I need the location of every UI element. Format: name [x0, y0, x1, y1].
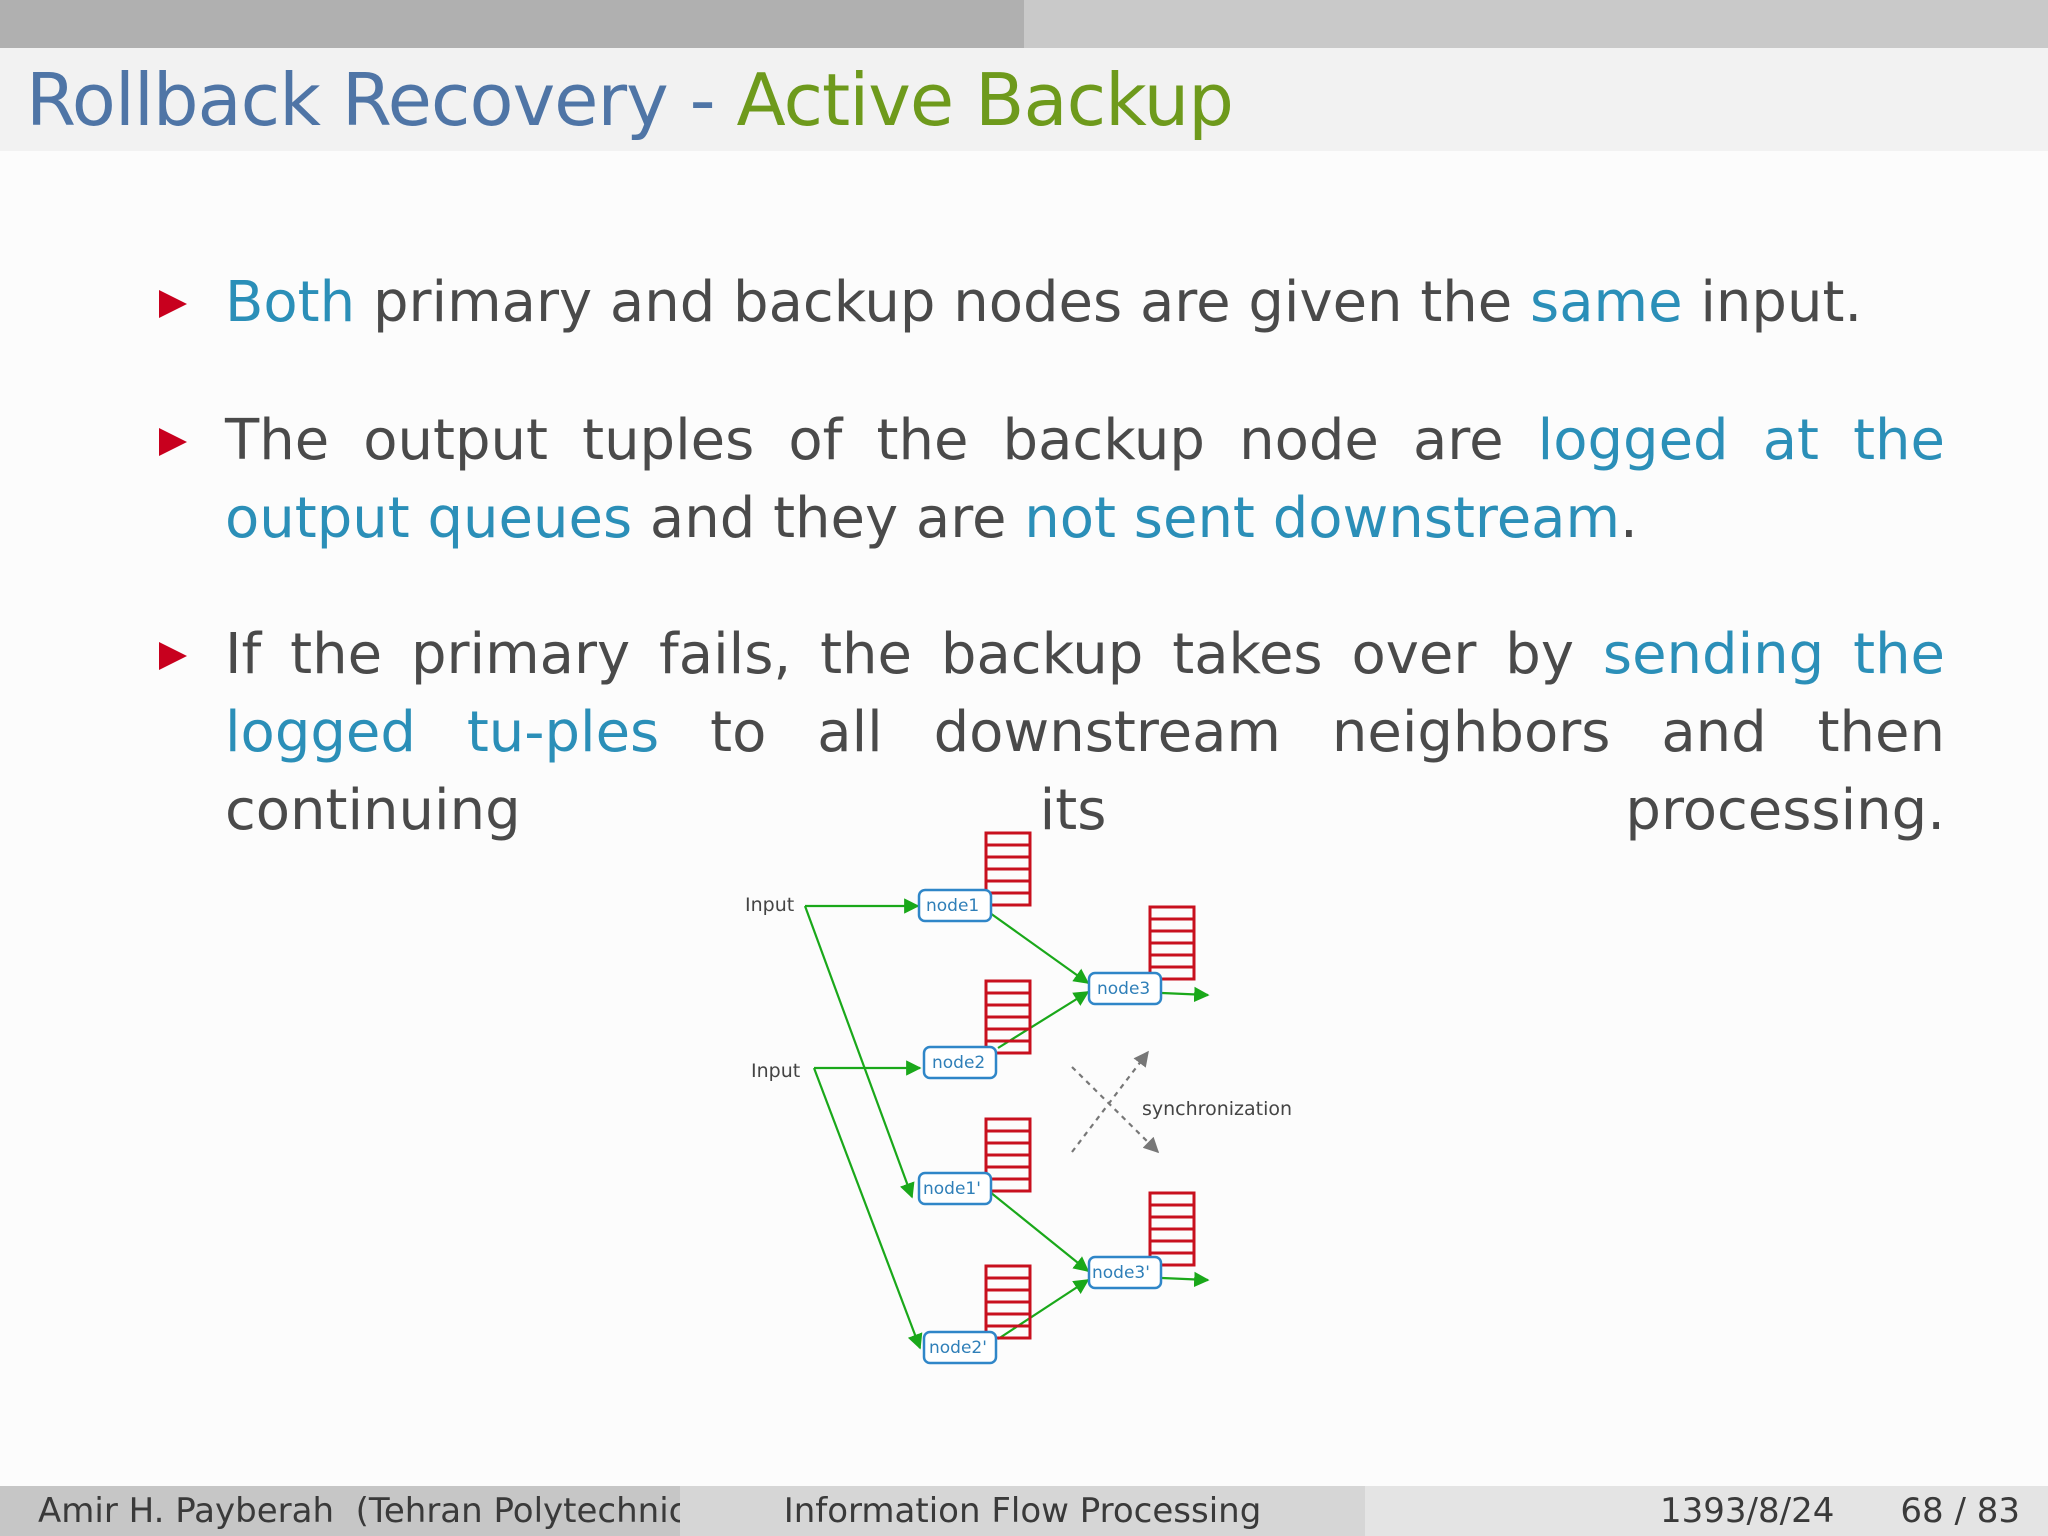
- node-label: node2: [932, 1053, 985, 1073]
- title-bar: [0, 48, 2048, 151]
- bullet-item: The output tuples of the backup node are…: [159, 402, 1945, 558]
- output-queues: [984, 831, 1196, 1340]
- footer-author: Amir H. Payberah (Tehran Polytechnic): [0, 1486, 701, 1536]
- bullet-part: The output tuples of the backup node are: [225, 408, 1538, 473]
- title-sub: Active Backup: [736, 58, 1234, 142]
- input-label: Input: [745, 894, 794, 916]
- node-label: node1': [923, 1179, 981, 1199]
- node-3-backup: node3': [1087, 1255, 1163, 1290]
- node-label: node3': [1092, 1263, 1150, 1283]
- bullet-part: input.: [1682, 270, 1863, 335]
- bullet-part: Both: [225, 270, 356, 335]
- progress-fill: [0, 0, 1024, 48]
- bullet-marker-icon: [159, 642, 187, 670]
- bullet-part: sending the logged tu-ples: [225, 622, 1946, 765]
- queue-node2: [984, 979, 1032, 1055]
- nodes: node1 node2 node3 node1' node2' node3': [917, 888, 1163, 1365]
- node-2-backup: node2': [922, 1330, 998, 1365]
- bullet-part: to all downstream neighbors and then con…: [225, 700, 1945, 843]
- node-label: node2': [929, 1338, 987, 1358]
- bullet-item: Both primary and backup nodes are given …: [159, 264, 1945, 342]
- node-label: node3: [1097, 979, 1150, 999]
- slide-title: Rollback Recovery - Active Backup: [26, 58, 1234, 142]
- queue-node3: [1148, 905, 1196, 981]
- node-arrows: [989, 912, 1210, 1340]
- queue-node2-backup: [984, 1264, 1032, 1340]
- footer-right: 1393/8/24 68 / 83: [1365, 1486, 2048, 1536]
- title-separator: -: [667, 58, 737, 142]
- bullet-part: logged at the output queues: [225, 408, 1945, 551]
- input-arrows: [803, 898, 923, 1350]
- queue-node3-backup: [1148, 1191, 1196, 1267]
- node-3: node3: [1087, 971, 1163, 1006]
- queue-node1-backup: [984, 1117, 1032, 1193]
- bullet-part: same: [1530, 270, 1683, 335]
- node-label: node1: [926, 896, 979, 916]
- node-2: node2: [922, 1045, 998, 1080]
- footer-date: 1393/8/24: [1660, 1491, 1835, 1531]
- bullet-part: not sent downstream: [1024, 486, 1621, 551]
- bullet-part: and they are: [632, 486, 1025, 551]
- bullet-part: primary and backup nodes are given the: [355, 270, 1531, 335]
- bullet-part: .: [1620, 486, 1638, 551]
- bullet-item: If the primary fails, the backup takes o…: [159, 616, 1946, 850]
- active-backup-diagram: Input Input: [745, 831, 1292, 1365]
- bullet-marker-icon: [159, 428, 187, 456]
- bullet-part: If the primary fails, the backup takes o…: [225, 622, 1603, 687]
- node-1-backup: node1': [917, 1171, 993, 1206]
- footer: Amir H. Payberah (Tehran Polytechnic) In…: [0, 1486, 2048, 1536]
- synchronization-label: synchronization: [1142, 1098, 1292, 1120]
- queue-node1: [984, 831, 1032, 907]
- synchronization-arrows: [1071, 1050, 1160, 1154]
- input-label: Input: [751, 1060, 800, 1082]
- page-number: 68 / 83: [1900, 1491, 2020, 1531]
- bullet-marker-icon: [159, 290, 187, 318]
- title-main: Rollback Recovery: [26, 58, 669, 142]
- footer-course: Information Flow Processing: [680, 1486, 1365, 1536]
- node-1: node1: [917, 888, 993, 923]
- progress-bar: [0, 0, 2048, 48]
